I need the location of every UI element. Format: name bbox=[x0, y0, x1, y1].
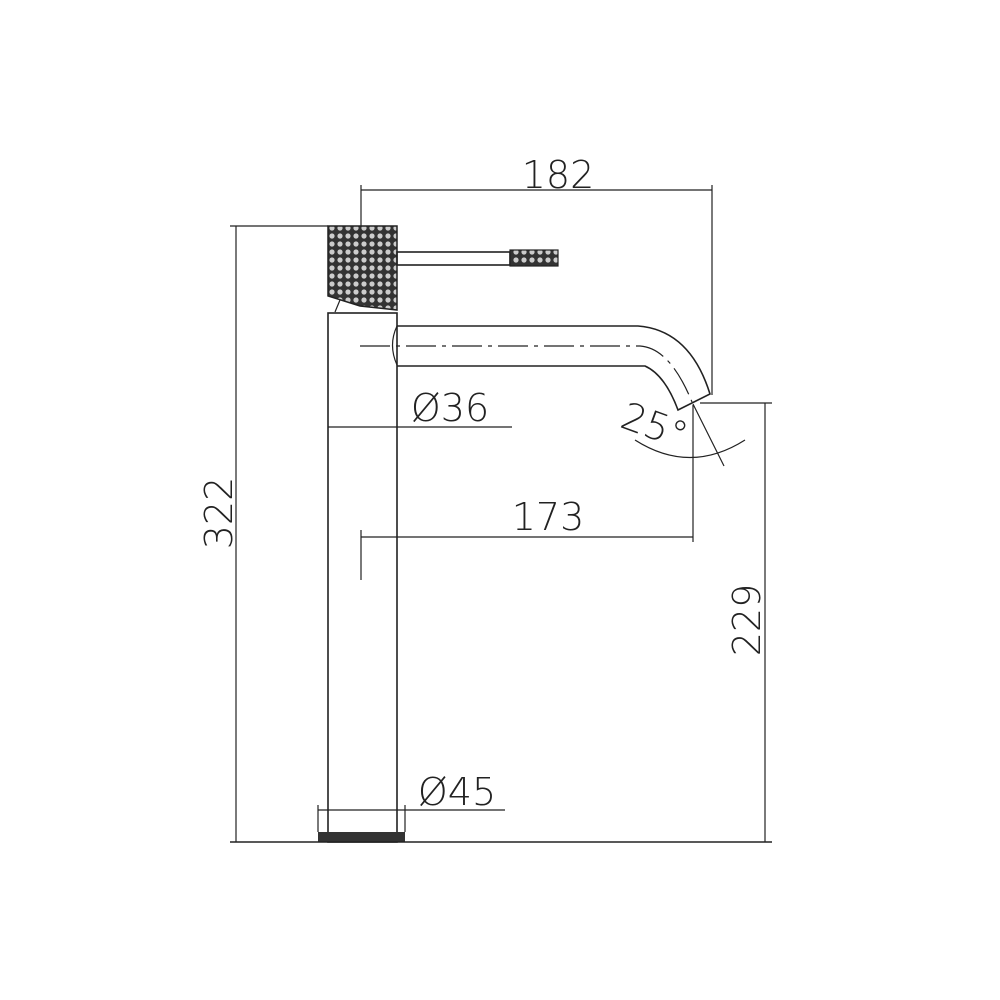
dim-label-d45: Ø45 bbox=[418, 770, 496, 814]
spout-centerline bbox=[360, 345, 693, 403]
dim-d45: Ø45 bbox=[317, 770, 505, 832]
dim-d36: Ø36 bbox=[328, 386, 512, 430]
dim-label-182: 182 bbox=[522, 153, 595, 197]
dim-173: 173 bbox=[360, 405, 694, 580]
dim-angle-25: 25° bbox=[615, 394, 746, 467]
dim-label-173: 173 bbox=[512, 495, 585, 539]
base-ring bbox=[318, 832, 405, 842]
spout bbox=[397, 325, 711, 412]
dim-229: 229 bbox=[700, 402, 772, 842]
dim-label-25deg: 25° bbox=[615, 394, 693, 458]
lever-grip bbox=[509, 249, 559, 267]
dim-322: 322 bbox=[197, 225, 328, 842]
dim-label-229: 229 bbox=[725, 584, 769, 657]
dim-label-d36: Ø36 bbox=[411, 386, 489, 430]
handle-knurled bbox=[327, 225, 398, 311]
dim-label-322: 322 bbox=[197, 477, 241, 550]
dim-182: 182 bbox=[360, 153, 713, 395]
lever-stem bbox=[396, 251, 511, 266]
